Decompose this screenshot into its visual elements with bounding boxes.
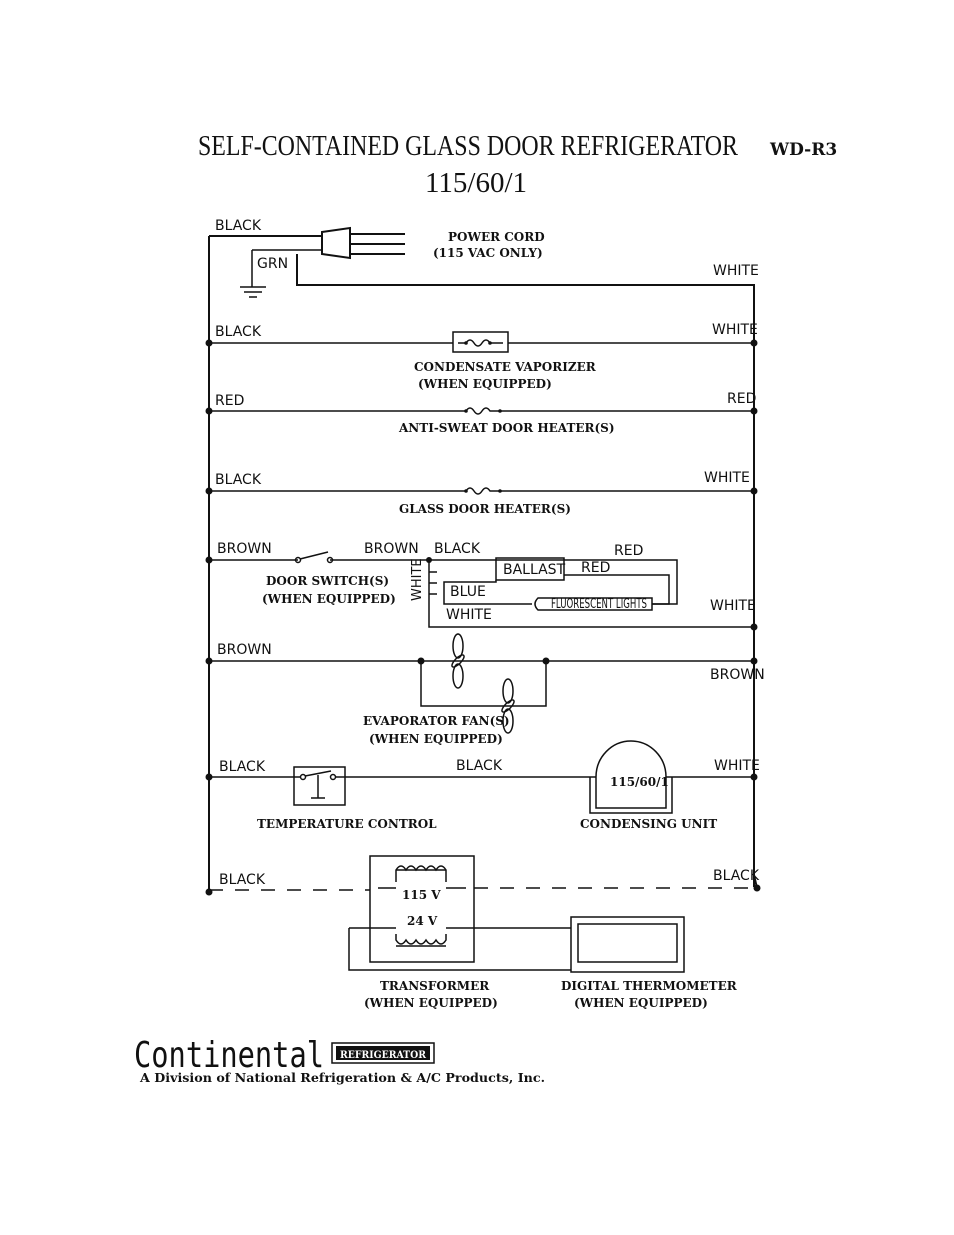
evaporator-fan-note: (WHEN EQUIPPED) [369, 732, 503, 746]
wire-label-red-ballast: RED [614, 543, 643, 559]
wire-label-black-3: BLACK [219, 759, 266, 775]
evaporator-fan-icon-2 [501, 678, 515, 734]
ballast-box [495, 557, 565, 581]
wire-fan-parallel [420, 661, 547, 707]
model-number: WD-R3 [769, 140, 837, 160]
wire-label-white-vertical: WHITE [410, 558, 425, 601]
wire-label-brown-switch: BROWN [364, 541, 419, 557]
wire-label-brown-3: BROWN [710, 667, 765, 683]
transformer-primary-label: 115 V [402, 888, 441, 902]
condensate-vaporizer-label: CONDENSATE VAPORIZER [414, 360, 597, 374]
digital-thermometer-note: (WHEN EQUIPPED) [574, 996, 708, 1010]
temperature-control-label: TEMPERATURE CONTROL [257, 817, 437, 831]
wire-blue-lamp [443, 580, 497, 605]
voltage-rating: 115/60/1 [425, 167, 527, 199]
division-text: A Division of National Refrigeration & A… [139, 1070, 545, 1085]
transformer-secondary-label: 24 V [407, 914, 438, 928]
condensing-unit-rating: 115/60/1 [610, 775, 669, 789]
wire-label-white-2: WHITE [704, 470, 750, 486]
wire-label-red-right: RED [727, 391, 756, 407]
brand-wordmark: Continental [134, 1035, 324, 1076]
wire-label-black-ballast: BLACK [434, 541, 481, 557]
wire-label-white-top: WHITE [713, 263, 759, 279]
digital-thermometer-label: DIGITAL THERMOMETER [561, 979, 738, 993]
wire-label-white-1: WHITE [712, 322, 758, 338]
glass-door-heater-label: GLASS DOOR HEATER(S) [399, 502, 571, 516]
wire-label-black-1: BLACK [215, 324, 262, 340]
brand-badge-text: REFRIGERATOR [340, 1049, 426, 1061]
anti-sweat-heater-label: ANTI-SWEAT DOOR HEATER(S) [398, 421, 615, 435]
digital-thermometer-icon [570, 916, 685, 973]
wire-label-red-lamp: RED [581, 560, 610, 576]
wire-label-red-left: RED [215, 393, 244, 409]
transformer-note: (WHEN EQUIPPED) [364, 996, 498, 1010]
glass-door-heater-icon [464, 487, 502, 495]
anti-sweat-heater-icon [464, 407, 502, 415]
wire-white-cord [296, 254, 755, 343]
door-switch-label: DOOR SWITCH(S) [266, 574, 389, 588]
wire-label-black-6: BLACK [713, 868, 760, 884]
diagram-title: SELF-CONTAINED GLASS DOOR REFRIGERATOR [198, 130, 739, 162]
power-cord-plug-icon [321, 226, 405, 260]
transformer-label: TRANSFORMER [380, 979, 490, 993]
condensing-unit-label: CONDENSING UNIT [580, 817, 717, 831]
power-cord-label: POWER CORD [448, 230, 545, 244]
wire-label-brown-1: BROWN [217, 541, 272, 557]
wire-label-brown-2: BROWN [217, 642, 272, 658]
wire-label-blue: BLUE [450, 584, 486, 600]
wire-label-white-lamp: WHITE [446, 607, 492, 623]
condensate-vaporizer-icon [452, 331, 509, 353]
fluorescent-lights-label: FLUORESCENT LIGHTS [551, 597, 647, 612]
condensing-unit-icon [589, 740, 673, 814]
transformer-icon [348, 855, 571, 971]
wire-label-grn: GRN [257, 256, 288, 272]
wire-red-lamp [564, 574, 670, 605]
brand-badge [331, 1042, 435, 1064]
ground-icon [240, 286, 266, 298]
evaporator-fan-icon-1 [451, 633, 465, 689]
wire-label-white-4: WHITE [714, 758, 760, 774]
condensate-vaporizer-note: (WHEN EQUIPPED) [418, 377, 552, 391]
temperature-control-icon [293, 766, 346, 806]
power-cord-note: (115 VAC ONLY) [433, 246, 543, 260]
ballast-label: BALLAST [503, 562, 566, 578]
door-switch-note: (WHEN EQUIPPED) [262, 592, 396, 606]
wire-label-black-5: BLACK [219, 872, 266, 888]
wire-white-ticks [429, 571, 437, 595]
wire-label-white-3: WHITE [710, 598, 756, 614]
wire-label-black-2: BLACK [215, 472, 262, 488]
door-switch-icon [294, 551, 334, 564]
evaporator-fan-label: EVAPORATOR FAN(S) [363, 714, 510, 728]
wire-label-black-top: BLACK [215, 218, 262, 234]
wire-label-black-4: BLACK [456, 758, 503, 774]
fluorescent-light-icon [534, 597, 653, 611]
